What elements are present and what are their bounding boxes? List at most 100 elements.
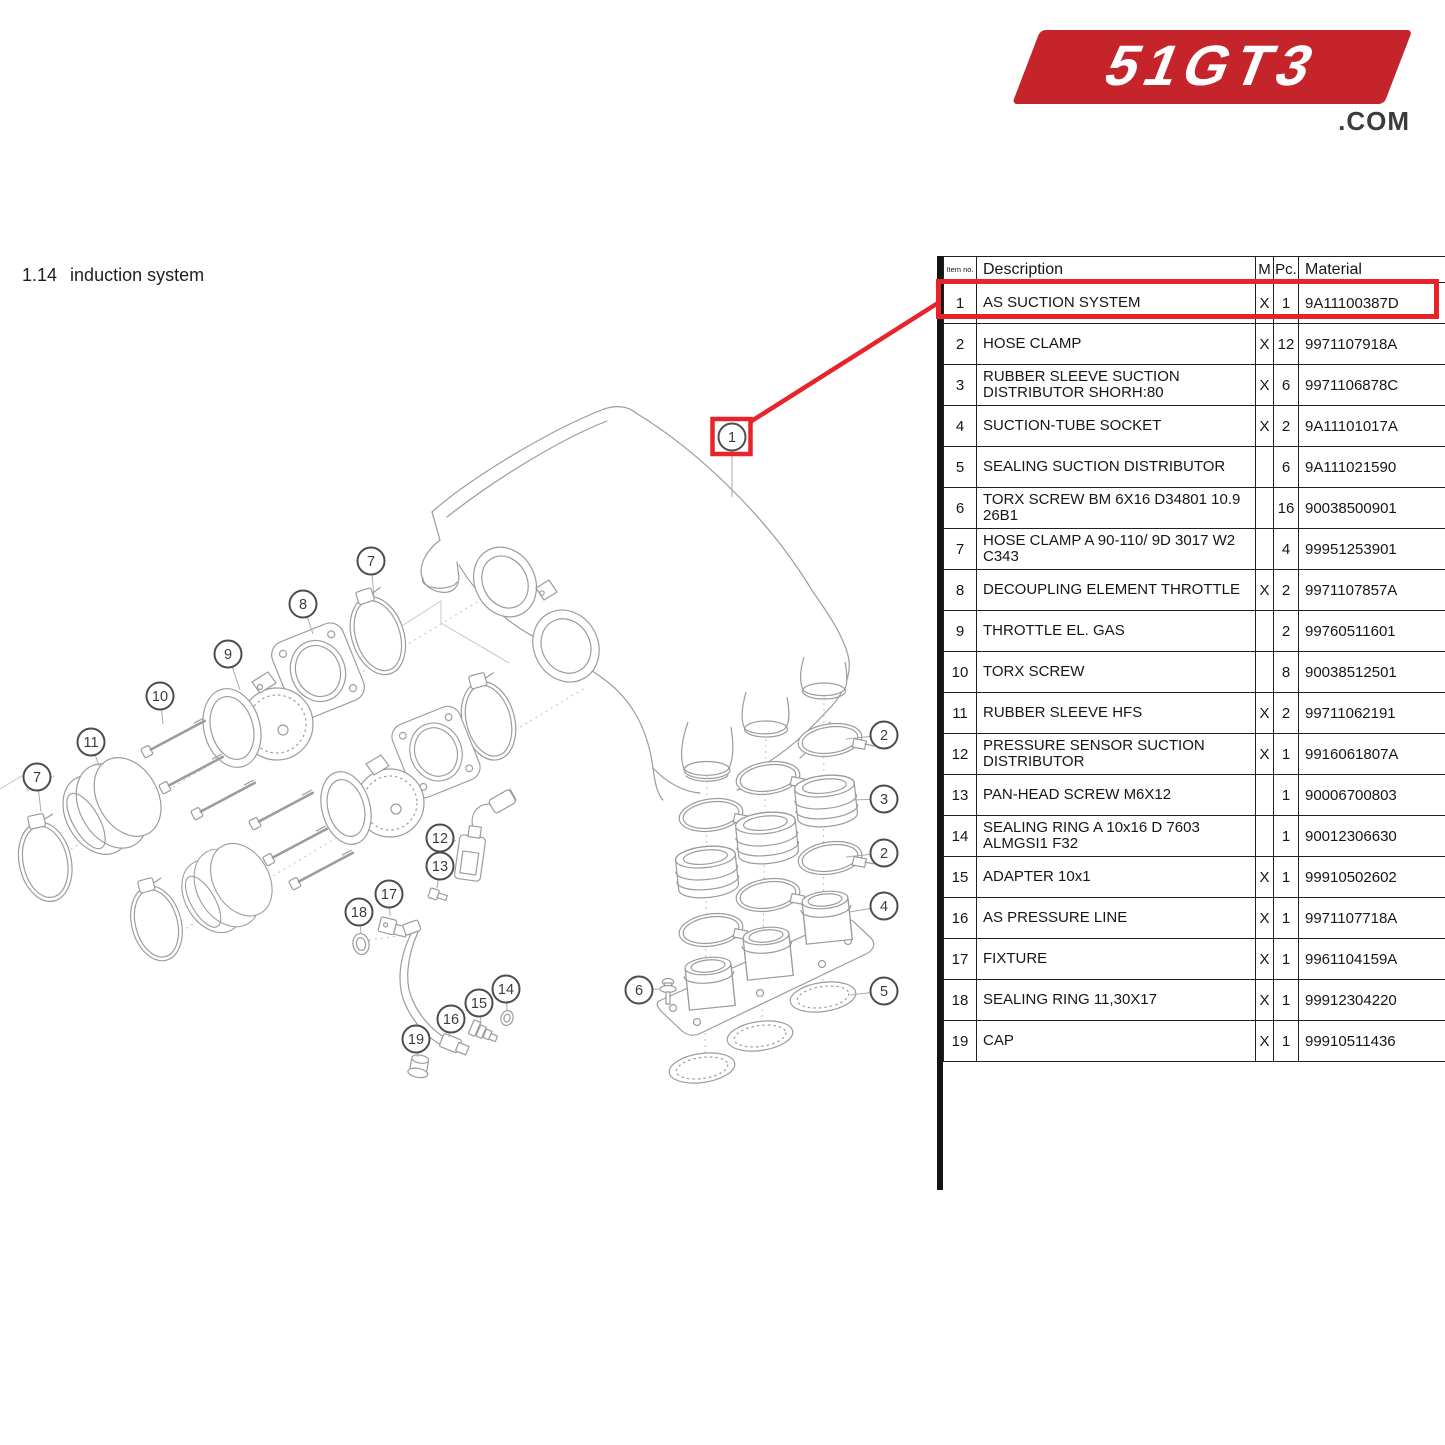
header-material: Material [1298, 256, 1445, 283]
cell-item: 1 [943, 282, 977, 324]
cell-item: 14 [943, 815, 977, 857]
svg-text:12: 12 [432, 831, 448, 847]
callout-19: 19 [401, 1024, 431, 1058]
cell-m: X [1255, 692, 1274, 734]
callout-8: 8 [288, 589, 318, 635]
highlight-leader-line [748, 301, 940, 424]
cell-item: 11 [943, 692, 977, 734]
cell-pc: 2 [1273, 405, 1299, 447]
adapter-15 [467, 1019, 498, 1042]
cell-item: 3 [943, 364, 977, 406]
cell-m: X [1255, 897, 1274, 939]
cell-m: X [1255, 733, 1274, 775]
section-name: induction system [70, 265, 205, 285]
callout-18: 18 [344, 897, 374, 935]
cell-pc: 2 [1273, 569, 1299, 611]
cell-description: SEALING RING A 10x16 D 7603 ALMGSI1 F32 [976, 815, 1256, 857]
header-m: M [1255, 256, 1274, 283]
cell-description: RUBBER SLEEVE HFS [976, 692, 1256, 734]
callout-16: 16 [436, 1004, 466, 1038]
cell-material: 90038512501 [1298, 651, 1445, 693]
cell-item: 2 [943, 323, 977, 365]
cell-material: 9A11100387D [1298, 282, 1445, 324]
callout-12: 12 [425, 823, 457, 853]
cell-material: 90012306630 [1298, 815, 1445, 857]
cell-description: TORX SCREW BM 6X16 D34801 10.9 26B1 [976, 487, 1256, 529]
svg-text:4: 4 [880, 899, 888, 915]
cell-item: 19 [943, 1020, 977, 1062]
throttle-body-lower [320, 754, 425, 845]
cell-material: 9971107857A [1298, 569, 1445, 611]
callout-10: 10 [145, 681, 175, 725]
cell-pc: 6 [1273, 446, 1299, 488]
cell-m: X [1255, 979, 1274, 1021]
table-header-row: Item no. Description M Pc. Material [943, 256, 1445, 283]
callout-17: 17 [374, 879, 404, 917]
svg-text:7: 7 [367, 554, 375, 570]
svg-text:8: 8 [299, 597, 307, 613]
torx-screw-6 [659, 977, 677, 1005]
callout-15: 15 [464, 988, 494, 1024]
cell-description: PRESSURE SENSOR SUCTION DISTRIBUTOR [976, 733, 1256, 775]
cell-description: PAN-HEAD SCREW M6X12 [976, 774, 1256, 816]
cell-pc: 2 [1273, 692, 1299, 734]
svg-text:19: 19 [408, 1032, 424, 1048]
cell-item: 10 [943, 651, 977, 693]
cell-m: X [1255, 364, 1274, 406]
header-pc: Pc. [1273, 256, 1299, 283]
svg-text:10: 10 [152, 689, 168, 705]
sealing-ring-14 [500, 1009, 514, 1027]
throttle-chain-upper [9, 581, 416, 908]
cell-m: X [1255, 405, 1274, 447]
sensor-and-pressure-line [352, 788, 517, 1079]
header-description: Description [976, 256, 1256, 283]
cell-item: 6 [943, 487, 977, 529]
distributor-stack [656, 717, 876, 1088]
cell-description: ADAPTER 10x1 [976, 856, 1256, 898]
cell-material: 9916061807A [1298, 733, 1445, 775]
cell-pc: 16 [1273, 487, 1299, 529]
cell-m: X [1255, 1020, 1274, 1062]
cell-material: 9A11101017A [1298, 405, 1445, 447]
callout-1: 1 [717, 422, 747, 497]
cell-m: X [1255, 938, 1274, 980]
cell-item: 4 [943, 405, 977, 447]
callout-2: 2 [845, 838, 899, 868]
cell-m [1255, 774, 1274, 816]
cell-pc: 4 [1273, 528, 1299, 570]
cell-material: 99910502602 [1298, 856, 1445, 898]
svg-text:17: 17 [381, 887, 397, 903]
callout-6: 6 [624, 975, 661, 1005]
throttle-chain-lower [120, 667, 525, 968]
section-number: 1.14 [22, 265, 58, 285]
cell-description: SEALING SUCTION DISTRIBUTOR [976, 446, 1256, 488]
svg-text:13: 13 [432, 859, 448, 875]
cell-description: THROTTLE EL. GAS [976, 610, 1256, 652]
cell-m: X [1255, 323, 1274, 365]
svg-text:11: 11 [83, 735, 98, 751]
svg-text:15: 15 [471, 996, 487, 1012]
callout-4: 4 [849, 891, 899, 921]
callout-1-highlight-box [710, 416, 753, 457]
cell-material: 99951253901 [1298, 528, 1445, 570]
svg-text:18: 18 [351, 905, 367, 921]
cell-material: 9971106878C [1298, 364, 1445, 406]
header-item-no: Item no. [943, 256, 977, 283]
svg-text:9: 9 [224, 647, 232, 663]
cell-material: 9961104159A [1298, 938, 1445, 980]
cell-description: TORX SCREW [976, 651, 1256, 693]
